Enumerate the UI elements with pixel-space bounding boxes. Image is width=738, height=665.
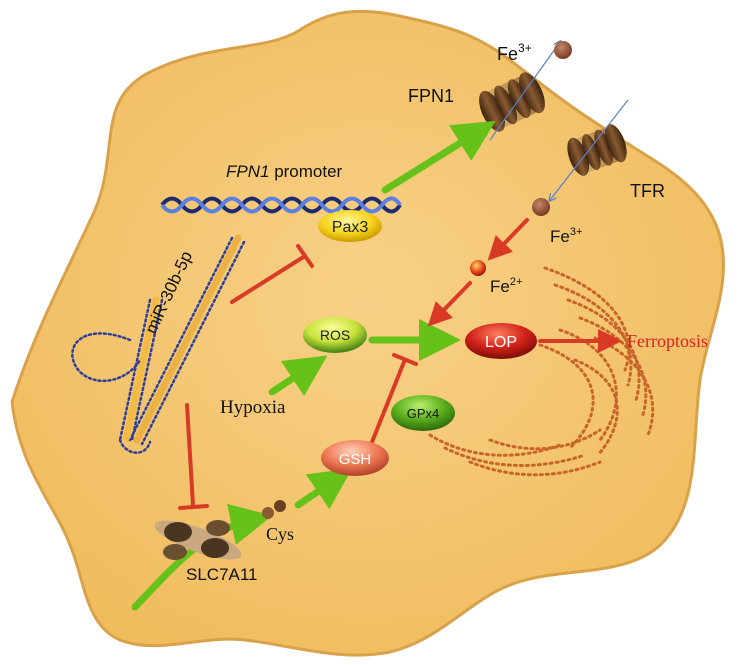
fe3-inside-sup: 3+ [570,226,583,238]
mirna-inhibits-slc7a11 [185,403,195,507]
gsh-label: GSH [339,451,372,468]
cell-membrane [10,9,726,657]
svg-text:Fe3+: Fe3+ [497,41,532,64]
fe3-outside-sup: 3+ [518,41,532,55]
mirna-structure-icon [71,234,246,454]
svg-text:Fe2+: Fe2+ [490,276,522,296]
fpn1-efflux-arrow [489,42,560,141]
gpx4-oval [391,395,455,431]
slc7a11-label: SLC7A11 [186,565,258,584]
lop-label: LOP [485,334,517,351]
fpn1-promoter-rest: promoter [269,162,342,181]
fpn1-promoter-italic: FPN1 [226,162,269,181]
tfr-influx-arrow [550,99,629,200]
activation-arrows [131,120,496,611]
tfr-label: TFR [630,181,665,201]
slc7a11-transporter-icon [154,520,242,560]
fe3-outside-particle [554,41,572,59]
fe3-outside-label: Fe [497,44,518,64]
fe2-particle [470,260,486,276]
lop-oval [465,323,537,359]
fpn1-label: FPN1 [408,86,454,106]
hypoxia-label: Hypoxia [220,397,286,418]
fe3-inside-particle [532,198,550,216]
gsh-oval [321,440,389,476]
fpn1-channel-icon [479,72,545,132]
fe2-to-lop-arrow [427,281,472,327]
cys-to-gsh-arrow [294,468,353,510]
gpx4-label: GPx4 [407,406,440,421]
cys-molecule-icon [262,500,286,519]
pax3-to-fpn1-arrow [381,120,496,194]
pax3-label: Pax3 [332,219,369,236]
extracellular-to-cys-arrow [131,503,273,611]
ros-label: ROS [320,327,350,343]
fe3-inside-label: Fe [550,227,570,246]
ros-oval [303,317,367,353]
cys-label: Cys [266,524,294,544]
tfr-channel-icon [567,124,627,176]
lipid-arcs [428,266,655,477]
gsh-inhibits-lop [368,360,406,449]
svg-text:Fe3+: Fe3+ [550,226,582,246]
pax3-oval [318,210,382,242]
mirna-inhibits-pax3 [230,254,307,304]
fe2-label: Fe [490,277,510,296]
inhibition-arrows [178,218,622,510]
dna-helix-icon [160,196,402,214]
svg-text:FPN1 promoter: FPN1 promoter [226,162,343,181]
ferroptosis-label: Ferroptosis [627,331,708,351]
hypoxia-to-ros-arrow [268,355,328,397]
fe3-to-fe2-arrow [487,218,529,261]
fe2-sup: 2+ [510,276,523,288]
